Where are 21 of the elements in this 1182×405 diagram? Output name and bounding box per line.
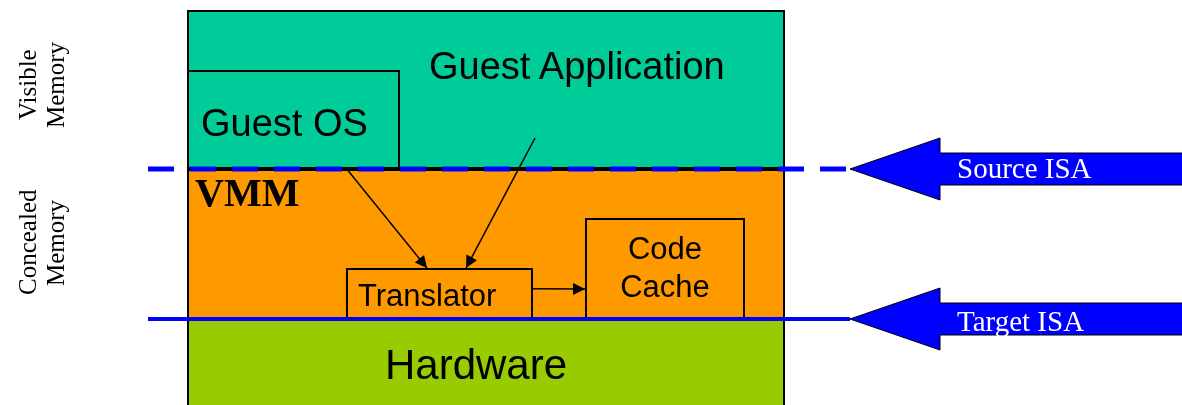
interface-arrow <box>850 288 1182 350</box>
hardware-band <box>187 319 785 405</box>
arrow-label: Target ISA <box>957 305 1085 338</box>
arrow <box>346 168 428 269</box>
box-label: Translator <box>358 278 497 314</box>
layer-title: VMM <box>195 169 300 216</box>
interface-arrow <box>850 138 1182 200</box>
arrow <box>532 282 586 295</box>
box-label: Hardware <box>385 341 568 389</box>
application-band <box>187 10 785 169</box>
translator-box <box>346 268 533 320</box>
arrow-label: Source ISA <box>957 152 1092 185</box>
box-label: Guest Application <box>429 45 726 88</box>
cache-box <box>585 218 745 320</box>
vmm-band <box>187 169 785 319</box>
box-label: Code Cache <box>619 230 711 306</box>
box-label: Guest OS <box>201 102 368 145</box>
os-box <box>187 70 400 169</box>
side-label: Concealed Memory <box>14 188 70 298</box>
side-label: Visible Memory <box>14 40 70 130</box>
arrow <box>465 137 536 269</box>
